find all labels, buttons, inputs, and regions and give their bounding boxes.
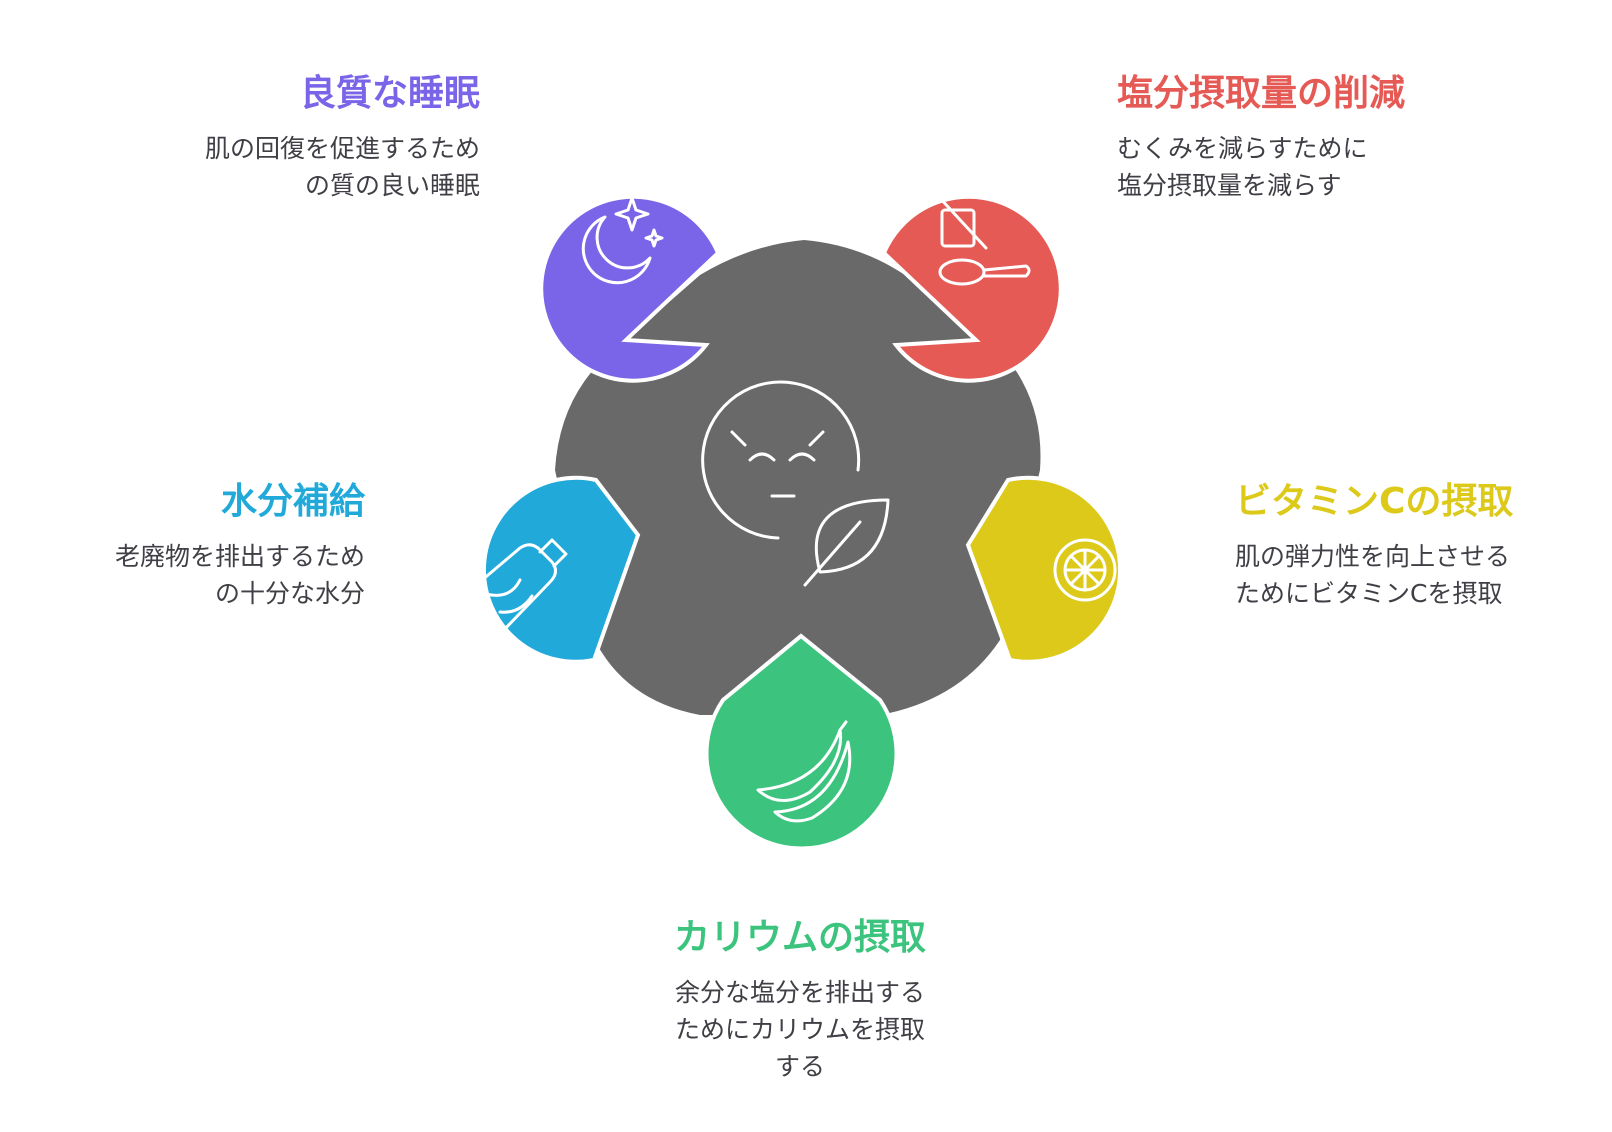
moon-stars-icon	[581, 196, 664, 285]
title-potassium: カリウムの摂取	[673, 917, 926, 958]
label-sleep: 良質な睡眠 肌の回復を促進するため の質の良い睡眠	[130, 72, 480, 204]
citrus-slice-icon	[1053, 538, 1117, 602]
desc-vitamin-line: 肌の弾力性を向上させる	[1235, 542, 1511, 571]
label-hydration: 水分補給 老廃物を排出するため の十分な水分	[20, 480, 365, 612]
banana-icon	[756, 720, 852, 823]
desc-vitamin-line: ためにビタミンCを摂取	[1235, 579, 1503, 608]
face-leaf-icon	[701, 380, 890, 587]
title-salt: 塩分摂取量の削減	[1117, 73, 1406, 114]
desc-sleep-line: の質の良い睡眠	[304, 171, 480, 200]
salt-spoon-icon	[936, 194, 1031, 286]
desc-potassium-line: ためにカリウムを摂取	[674, 1015, 925, 1044]
desc-potassium-line: 余分な塩分を排出する	[674, 978, 925, 1007]
title-vitamin: ビタミンCの摂取	[1235, 481, 1514, 522]
drop-salt	[881, 194, 1063, 383]
label-potassium: カリウムの摂取 余分な塩分を排出する ためにカリウムを摂取 する	[600, 916, 1000, 1085]
desc-hydration-line: 老廃物を排出するため	[114, 542, 365, 571]
desc-sleep-line: 肌の回復を促進するため	[204, 134, 480, 163]
water-bottle-icon	[461, 538, 568, 638]
desc-salt-line: 塩分摂取量を減らす	[1117, 171, 1342, 200]
drop-vitamin	[965, 475, 1123, 664]
title-sleep: 良質な睡眠	[299, 73, 480, 114]
drop-hydration	[481, 475, 641, 664]
drop-potassium	[704, 633, 899, 851]
desc-hydration-line: の十分な水分	[214, 579, 365, 608]
label-vitamin: ビタミンCの摂取 肌の弾力性を向上させる ためにビタミンCを摂取	[1235, 480, 1605, 612]
drop-sleep	[539, 194, 721, 383]
desc-salt-line: むくみを減らすために	[1117, 134, 1368, 163]
title-hydration: 水分補給	[220, 481, 365, 522]
label-salt: 塩分摂取量の削減 むくみを減らすために 塩分摂取量を減らす	[1117, 72, 1537, 204]
desc-potassium-line: する	[774, 1052, 825, 1081]
